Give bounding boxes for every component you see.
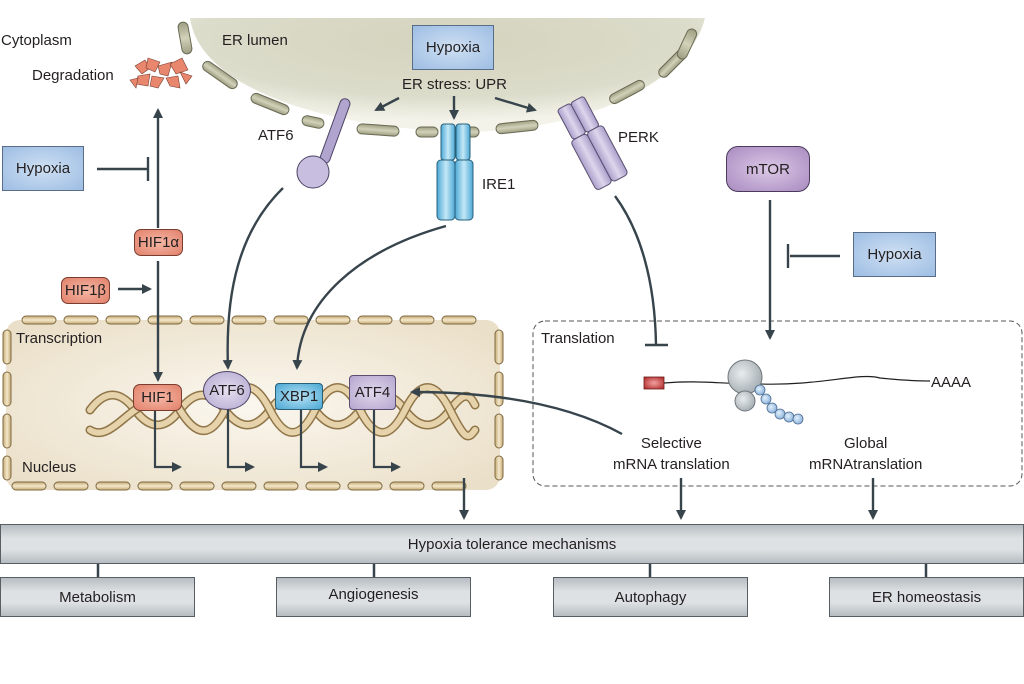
global-line2: mRNAtranslation: [809, 456, 923, 473]
nucleus: [2, 315, 504, 491]
cytoplasm-label: Cytoplasm: [1, 32, 72, 49]
tf-xbp1: XBP1: [275, 383, 323, 410]
hif1a-node: HIF1α: [134, 229, 183, 256]
tf-atf4: ATF4: [349, 375, 396, 410]
transcription-label: Transcription: [16, 330, 103, 347]
hif1b-node: HIF1β: [61, 277, 110, 304]
nascent-peptide: [754, 384, 804, 425]
mtor-node: mTOR: [726, 146, 810, 192]
hypoxia-right-node: Hypoxia: [853, 232, 936, 277]
hypoxia-tolerance-bar: Hypoxia tolerance mechanisms: [0, 524, 1024, 564]
outcome-autophagy: Autophagy: [553, 577, 748, 617]
selective-line2: mRNA translation: [613, 456, 730, 473]
atf6-receptor: [296, 98, 351, 189]
ire1-receptor: [436, 123, 474, 221]
nucleus-label: Nucleus: [22, 459, 77, 476]
global-line1: Global: [844, 435, 888, 452]
mrna-ribosome: [643, 359, 931, 425]
hypoxia-left-node: Hypoxia: [2, 146, 84, 191]
outcome-connectors: [96, 563, 928, 577]
ribosome-small-subunit: [734, 390, 756, 412]
er-stress-label: ER stress: UPR: [402, 76, 508, 93]
perk-label: PERK: [618, 129, 659, 146]
selective-translation-label: Selective mRNA translation: [613, 433, 730, 475]
mrna-cap: [643, 376, 665, 390]
transcription-arrows: [153, 405, 401, 472]
perk-receptor: [557, 96, 628, 190]
outcome-metabolism: Metabolism: [0, 577, 195, 617]
hypoxia-er-node: Hypoxia: [412, 25, 494, 70]
tf-atf6: ATF6: [203, 371, 251, 410]
degradation-label: Degradation: [32, 67, 114, 84]
translation-label: Translation: [541, 330, 615, 347]
polya-tail-label: AAAA: [931, 374, 972, 391]
selective-line1: Selective: [640, 435, 702, 452]
atf6-receptor-label: ATF6: [258, 127, 294, 144]
pathway-arrows: [97, 96, 878, 520]
er-lumen-label: ER lumen: [222, 32, 288, 49]
degradation-fragments: [129, 57, 193, 89]
ire1-label: IRE1: [482, 176, 516, 193]
tf-hif1: HIF1: [133, 384, 182, 411]
outcome-er-homeostasis: ER homeostasis: [829, 577, 1024, 617]
global-translation-label: Global mRNAtranslation: [809, 433, 922, 475]
translation-region: [532, 320, 1023, 487]
outcome-angiogenesis: Angiogenesis: [276, 577, 471, 617]
